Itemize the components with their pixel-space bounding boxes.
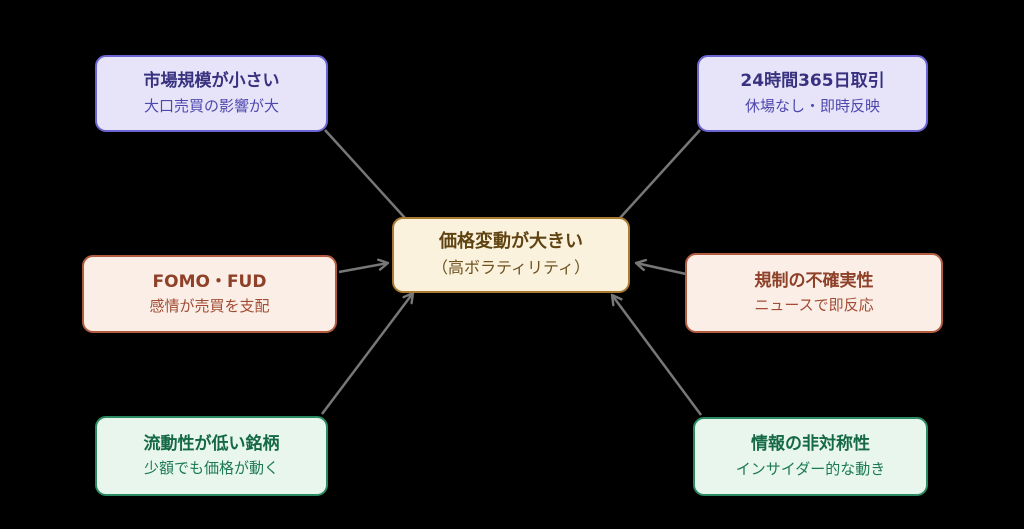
node-regulation-title: 規制の不確実性 [754, 270, 874, 291]
node-market-size-subtitle: 大口売買の影響が大 [143, 96, 279, 115]
node-center-volatility-subtitle: （高ボラティリティ） [431, 258, 591, 278]
node-low-liquidity-subtitle: 少額でも価格が動く [143, 459, 279, 478]
node-trading-24-365: 24時間365日取引 休場なし・即時反映 [697, 55, 928, 132]
arrow-market-to-center [324, 129, 417, 231]
node-info-asymmetry: 情報の非対称性 インサイダー的な動き [693, 417, 928, 496]
node-low-liquidity-title: 流動性が低い銘柄 [143, 433, 280, 454]
arrow-24h-to-center [608, 129, 701, 231]
node-regulation: 規制の不確実性 ニュースで即反応 [685, 253, 943, 333]
arrow-fomo-to-center [338, 258, 390, 274]
node-market-size-title: 市場規模が小さい [143, 71, 280, 92]
node-center-volatility-title: 価格変動が大きい [439, 231, 583, 253]
node-regulation-subtitle: ニュースで即反応 [754, 296, 874, 315]
node-fomo-fud-title: FOMO・FUD [152, 271, 267, 292]
node-center-volatility: 価格変動が大きい （高ボラティリティ） [392, 217, 630, 293]
node-fomo-fud: FOMO・FUD 感情が売買を支配 [82, 255, 337, 333]
node-info-asymmetry-subtitle: インサイダー的な動き [735, 459, 886, 478]
node-trading-24-365-title: 24時間365日取引 [740, 71, 885, 92]
arrow-regulation-to-center [634, 258, 687, 276]
node-info-asymmetry-title: 情報の非対称性 [751, 434, 870, 455]
node-market-size: 市場規模が小さい 大口売買の影響が大 [95, 55, 328, 132]
node-low-liquidity: 流動性が低い銘柄 少額でも価格が動く [95, 416, 328, 496]
node-fomo-fud-subtitle: 感情が売買を支配 [149, 297, 270, 316]
node-trading-24-365-subtitle: 休場なし・即時反映 [744, 96, 880, 115]
